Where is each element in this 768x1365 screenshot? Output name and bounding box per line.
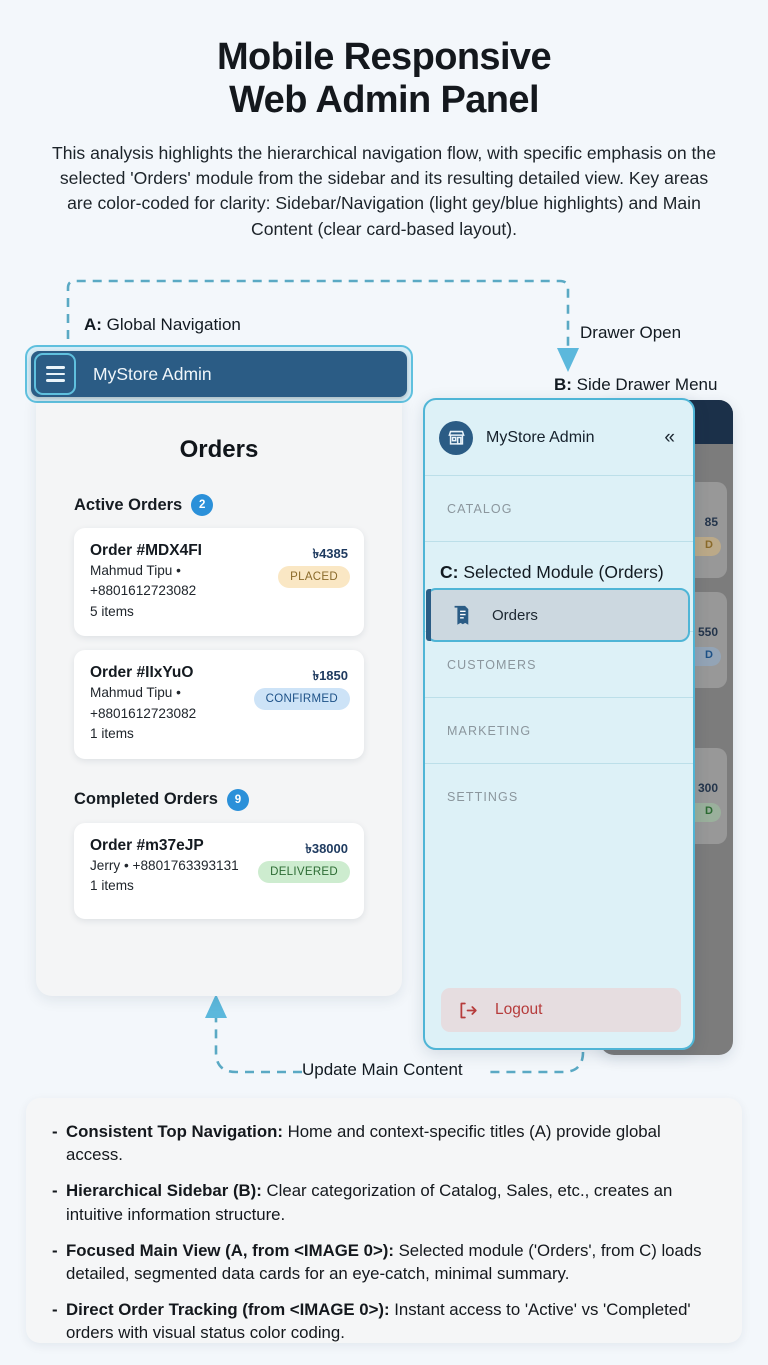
bullet-rest: Selected module ('Orders', from C) loads… (66, 1240, 702, 1283)
bullet-lead: Hierarchical Sidebar (B): (66, 1181, 262, 1201)
bullet-text: Hierarchical Sidebar (B): Clear categori… (66, 1179, 712, 1225)
orders-page-title: Orders (179, 436, 259, 463)
title-line-1: Mobile Responsive (217, 36, 552, 78)
section-header-active: Active Orders 2 (74, 494, 402, 516)
drawer-header: MyStore Admin « (425, 400, 693, 476)
callout-b-text: Side Drawer Menu (571, 375, 718, 394)
order-status-badge: PLACED (278, 566, 350, 588)
section-count-badge: 2 (191, 494, 214, 516)
order-card[interactable]: Order #IIxYuO Mahmud Tipu • +88016127230… (74, 650, 364, 759)
section-header-completed: Completed Orders 9 (74, 788, 402, 811)
ghost-status-letter: D (705, 539, 713, 551)
callout-c-text: Selected Module (Orders) (458, 562, 664, 582)
ghost-amount: 550 (697, 625, 718, 639)
drawer-section-settings[interactable]: SETTINGS (447, 790, 519, 804)
order-id: Order #IIxYuO (90, 664, 194, 682)
order-status-badge: CONFIRMED (253, 688, 350, 711)
callout-b-tag: B: (554, 375, 572, 394)
bullet-dash: - (52, 1300, 58, 1320)
topbar-title: MyStore Admin (93, 363, 212, 384)
order-phone: +8801612723082 (90, 705, 197, 721)
summary-bullet: - Direct Order Tracking (from <IMAGE 0>)… (52, 1298, 712, 1344)
summary-bullet: - Focused Main View (A, from <IMAGE 0>):… (52, 1239, 712, 1285)
callout-update-main: Update Main Content (302, 1060, 463, 1079)
path-update-left (214, 1016, 302, 1074)
global-navigation-highlight: MyStore Admin (25, 345, 413, 403)
summary-panel: - Consistent Top Navigation: Home and co… (26, 1098, 742, 1343)
bullet-dash: - (52, 1240, 58, 1260)
path-update-right (487, 1051, 585, 1074)
order-card[interactable]: Order #m37eJP Jerry • +8801763393131 1 i… (74, 822, 364, 919)
callout-a-text: Global Navigation (101, 315, 241, 334)
order-customer: Jerry • +8801763393131 (90, 857, 239, 873)
bullet-dash: - (52, 1181, 58, 1201)
receipt-icon (450, 604, 472, 626)
order-items: 5 items (90, 603, 134, 619)
chevron-collapse-icon[interactable]: « (664, 426, 675, 448)
storefront-icon (439, 420, 473, 455)
bullet-text: Direct Order Tracking (from <IMAGE 0>): … (66, 1298, 712, 1344)
summary-bullet: - Hierarchical Sidebar (B): Clear catego… (52, 1179, 712, 1225)
drawer-brand-label: MyStore Admin (486, 428, 595, 446)
order-amount: ৳4385 (312, 546, 348, 561)
section-label: Completed Orders (74, 790, 218, 809)
logout-icon (457, 1000, 479, 1021)
app-top-bar: MyStore Admin (31, 351, 407, 397)
sidebar-item-orders[interactable]: Orders (426, 588, 690, 642)
title-line-2: Web Admin Panel (229, 79, 539, 122)
page-title: Mobile Responsive Web Admin Panel (0, 0, 768, 123)
section-count-badge: 9 (226, 788, 249, 811)
callout-drawer-open: Drawer Open (580, 323, 682, 342)
bullet-text: Focused Main View (A, from <IMAGE 0>): S… (66, 1239, 712, 1285)
logout-label: Logout (495, 1001, 543, 1018)
drawer-section-marketing[interactable]: MARKETING (425, 698, 693, 764)
order-id: Order #MDX4FI (90, 542, 202, 559)
order-amount: ৳1850 (312, 668, 348, 684)
bullet-rest: Home and context-specific titles (A) pro… (66, 1122, 661, 1165)
ghost-status-letter: D (705, 805, 713, 817)
bullet-rest: Instant access to 'Active' vs 'Completed… (66, 1300, 691, 1343)
bullet-text: Consistent Top Navigation: Home and cont… (66, 1120, 712, 1166)
callout-c-tag: C: (440, 562, 459, 582)
page-subtitle: This analysis highlights the hierarchica… (51, 142, 717, 239)
order-phone: +8801612723082 (90, 583, 197, 599)
order-customer: Mahmud Tipu • (90, 563, 181, 578)
arrow-drawer-open (557, 348, 579, 372)
order-items: 1 items (90, 878, 134, 894)
bullet-lead: Consistent Top Navigation: (66, 1122, 283, 1141)
order-amount: ৳38000 (305, 840, 348, 856)
main-content-panel: Orders Active Orders 2 Order #MDX4FI Mah… (36, 396, 402, 996)
callout-a: A: Global Navigation (84, 315, 241, 335)
order-items: 1 items (90, 726, 134, 742)
order-card[interactable]: Order #MDX4FI Mahmud Tipu • +88016127230… (74, 528, 364, 637)
bullet-lead: Direct Order Tracking (from <IMAGE 0>): (66, 1300, 390, 1320)
callout-c: C: Selected Module (Orders) (440, 562, 664, 583)
order-status-badge: DELIVERED (258, 860, 350, 883)
order-customer: Mahmud Tipu • (90, 685, 181, 701)
section-label: Active Orders (74, 495, 183, 514)
bullet-rest: Clear categorization of Catalog, Sales, … (66, 1181, 673, 1224)
summary-bullet: - Consistent Top Navigation: Home and co… (52, 1120, 712, 1166)
side-drawer-menu: MyStore Admin « CATALOG CUSTOMERS MARKET… (423, 398, 695, 1050)
ghost-amount: 300 (697, 781, 718, 795)
hamburger-icon[interactable] (34, 353, 76, 395)
bullet-lead: Focused Main View (A, from <IMAGE 0>): (66, 1240, 394, 1260)
sidebar-item-label: Orders (492, 606, 538, 624)
callout-a-tag: A: (84, 315, 102, 334)
order-id: Order #m37eJP (90, 836, 204, 854)
drawer-section-catalog[interactable]: CATALOG (425, 476, 693, 542)
callout-b: B: Side Drawer Menu (554, 375, 717, 395)
drawer-section-customers[interactable]: CUSTOMERS (425, 632, 693, 698)
arrow-update-main (205, 994, 227, 1018)
bullet-dash: - (52, 1122, 58, 1141)
ghost-status-letter: D (705, 649, 713, 661)
ghost-amount: 85 (704, 515, 718, 529)
logout-button[interactable]: Logout (441, 988, 681, 1032)
